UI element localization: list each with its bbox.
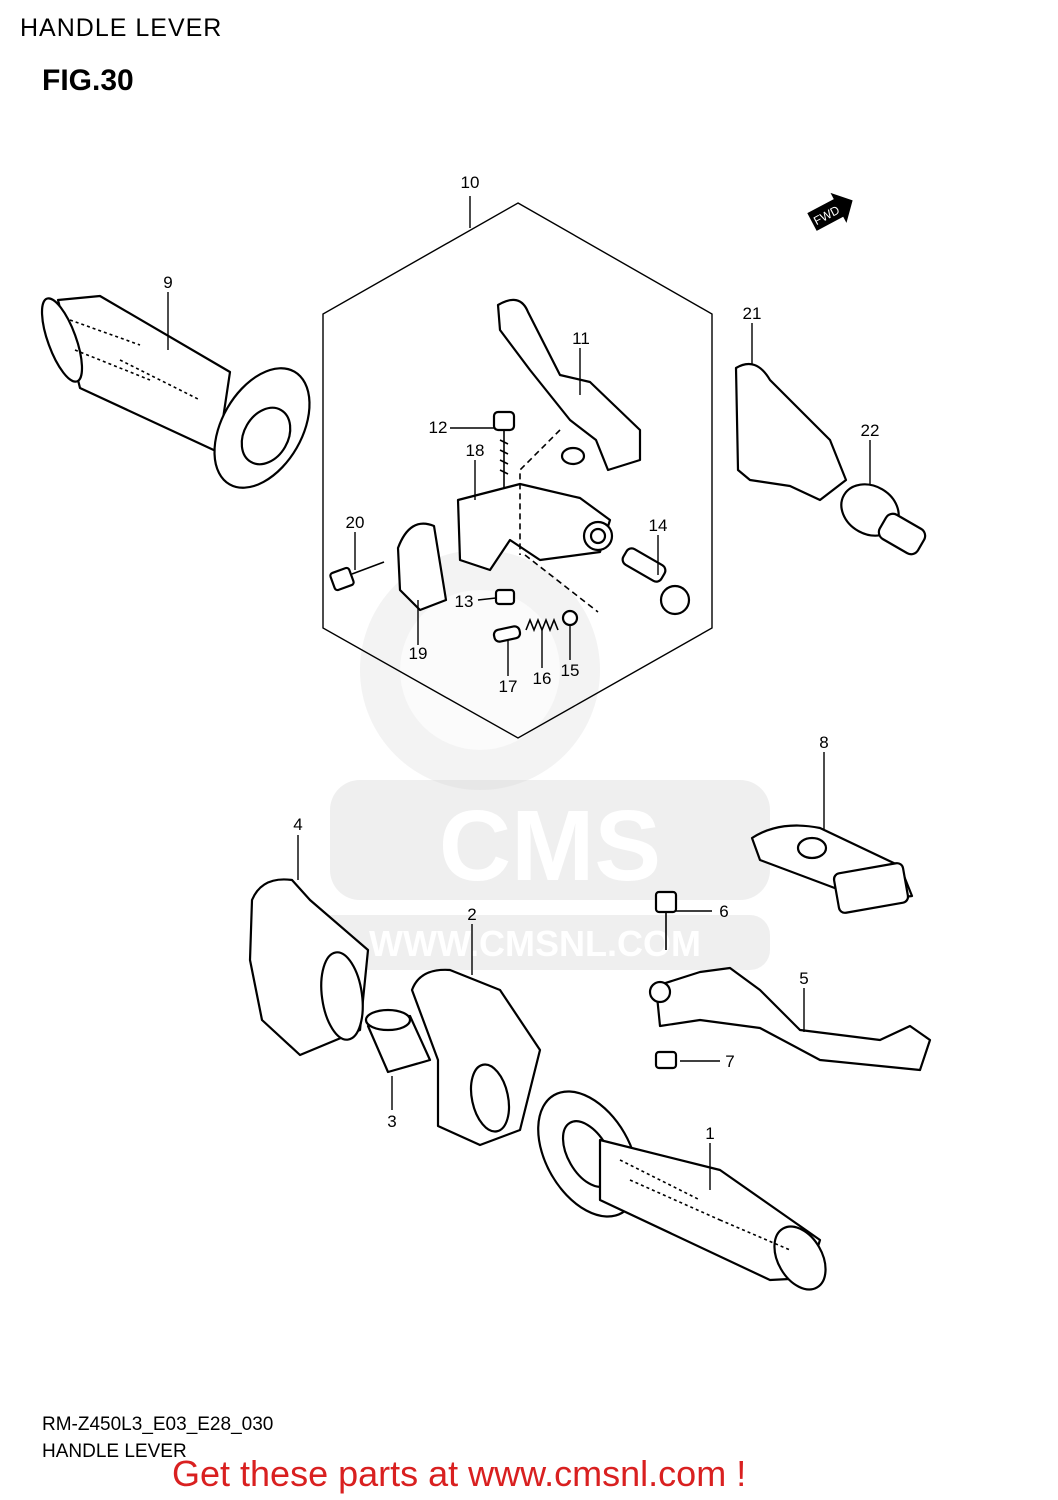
callout-16: 16 xyxy=(533,669,552,688)
callout-5: 5 xyxy=(799,969,808,988)
clamp-bolt xyxy=(329,561,385,592)
callout-4: 4 xyxy=(293,815,302,834)
lower-lever xyxy=(648,966,932,1072)
watermark-brand: CMS xyxy=(439,790,661,902)
kit-hexagon xyxy=(322,202,713,739)
callout-20: 20 xyxy=(346,513,365,532)
callout-14: 14 xyxy=(649,516,668,535)
callout-11: 11 xyxy=(572,329,590,348)
callout-6: 6 xyxy=(719,902,728,921)
lock-nut xyxy=(494,588,516,606)
leader-lines xyxy=(167,292,871,1190)
page-title: HANDLE LEVER xyxy=(20,14,223,42)
callout-12: 12 xyxy=(429,418,448,437)
pivot-bolt xyxy=(492,410,516,488)
lever-bracket xyxy=(456,482,614,572)
adjuster-pin xyxy=(492,625,522,643)
callout-7: 7 xyxy=(725,1052,734,1071)
callout-8: 8 xyxy=(819,733,828,752)
callout-18: 18 xyxy=(466,441,485,460)
fwd-arrow-icon: FWD xyxy=(807,192,853,231)
throttle-collar xyxy=(364,1008,432,1074)
right-grip xyxy=(537,1090,827,1291)
callout-19: 19 xyxy=(409,644,428,663)
callout-3: 3 xyxy=(387,1112,396,1131)
callout-15: 15 xyxy=(561,661,580,680)
callout-22: 22 xyxy=(861,421,880,440)
promo-link[interactable]: Get these parts at www.cmsnl.com ! xyxy=(172,1453,747,1494)
bracket-clamp xyxy=(396,522,448,612)
lever-adjuster xyxy=(621,547,691,616)
callout-2: 2 xyxy=(467,905,476,924)
clutch-lever xyxy=(496,298,642,472)
left-grip xyxy=(40,294,311,489)
watermark-logo: CMS WWW.CMSNL.COM xyxy=(300,550,770,970)
cable-adjuster xyxy=(840,483,927,556)
callout-1: 1 xyxy=(705,1124,714,1143)
diagram-code: RM-Z450L3_E03_E28_030 xyxy=(42,1414,274,1435)
lever-cover xyxy=(750,824,914,914)
throttle-housing xyxy=(410,968,542,1147)
ball xyxy=(561,609,579,627)
watermark-url: WWW.CMSNL.COM xyxy=(369,923,701,964)
footer-title: HANDLE LEVER xyxy=(42,1441,187,1462)
callout-13: 13 xyxy=(455,592,474,611)
callout-21: 21 xyxy=(743,304,762,323)
lever-pivot-bolt xyxy=(654,890,678,950)
figure-number: FIG.30 xyxy=(42,64,134,97)
cable-boot xyxy=(734,362,848,502)
lever-nut xyxy=(654,1050,678,1070)
lever-guard xyxy=(248,878,370,1057)
callout-10: 10 xyxy=(461,173,480,192)
callout-17: 17 xyxy=(499,677,518,696)
callout-9: 9 xyxy=(163,273,172,292)
